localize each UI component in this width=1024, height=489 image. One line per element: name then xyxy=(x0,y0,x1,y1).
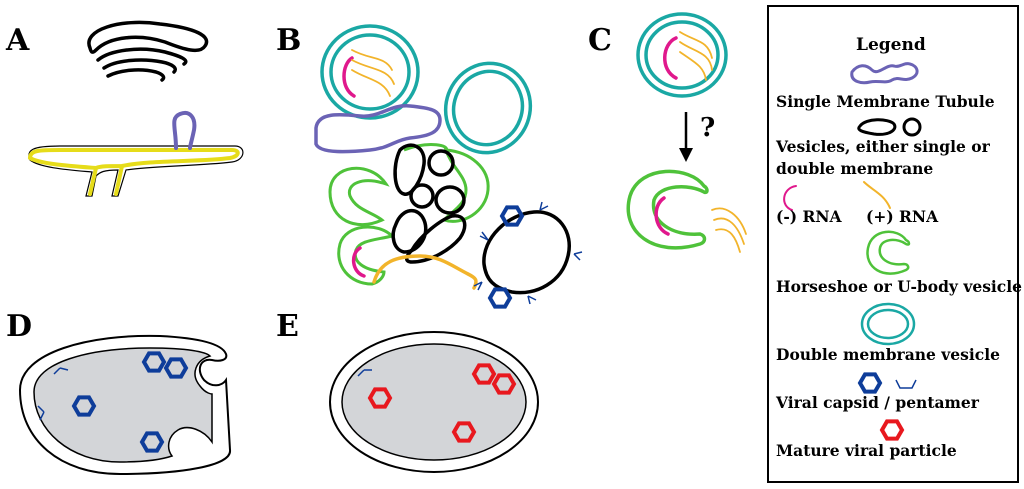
infected-cell-d xyxy=(18,334,231,476)
pentamers-panel-e xyxy=(357,369,372,377)
legend-horseshoe-swatch xyxy=(866,230,911,275)
panel-c-label: C xyxy=(588,23,612,58)
panel-e-label: E xyxy=(276,309,299,344)
horseshoe-rna xyxy=(351,246,366,278)
legend-mature-label: Mature viral particle xyxy=(776,441,957,460)
pentamers-panel-d xyxy=(37,367,69,421)
legend-capsid-label: Viral capsid / pentamer xyxy=(775,393,980,412)
endoplasmic-reticulum xyxy=(28,111,244,197)
panel-a: A xyxy=(5,20,244,197)
legend: Legend Single Membrane Tubule Vesicles, … xyxy=(767,5,1022,483)
legend-horseshoe-label: Horseshoe or U-body vesicle xyxy=(776,277,1022,296)
positive-rna-strand xyxy=(372,254,478,290)
question-mark: ? xyxy=(700,113,715,143)
panel-c: C ? xyxy=(588,12,747,253)
legend-vesicle-swatch xyxy=(857,117,922,137)
double-membrane-vesicle-with-rna xyxy=(320,24,420,120)
legend-tubule-label: Single Membrane Tubule xyxy=(776,92,995,111)
panel-d: D xyxy=(6,309,231,476)
legend-double-membrane-label: Double membrane vesicle xyxy=(776,345,1000,364)
transition-arrow xyxy=(679,112,693,162)
panel-c-double-membrane-vesicle xyxy=(636,12,728,98)
legend-neg-rna-label: (-) RNA xyxy=(776,207,843,226)
infected-cell-e xyxy=(329,331,539,473)
single-membrane-tubule xyxy=(314,104,442,154)
legend-title: Legend xyxy=(856,35,926,55)
legend-pos-rna-label: (+) RNA xyxy=(866,207,939,226)
double-membrane-vesicle xyxy=(443,61,533,155)
legend-vesicles-line1: Vesicles, either single or xyxy=(775,137,991,156)
pentamers-panel-b xyxy=(473,201,583,305)
panel-b-label: B xyxy=(276,23,301,58)
legend-neg-rna-swatch xyxy=(783,185,797,211)
legend-box xyxy=(767,5,1019,483)
panel-d-label: D xyxy=(6,309,32,344)
golgi-stack xyxy=(87,20,209,82)
legend-pentamer-swatch xyxy=(895,379,917,389)
panel-c-horseshoe-vesicle xyxy=(626,169,747,253)
panel-e: E xyxy=(276,309,539,473)
legend-vesicles-line2: double membrane xyxy=(776,159,933,178)
panel-a-label: A xyxy=(5,23,30,58)
legend-tubule-swatch xyxy=(850,62,919,85)
panel-b: B xyxy=(276,23,583,309)
er-budding-tubule xyxy=(172,111,197,150)
legend-pos-rna-swatch xyxy=(863,181,891,209)
legend-double-membrane-swatch xyxy=(860,302,916,346)
